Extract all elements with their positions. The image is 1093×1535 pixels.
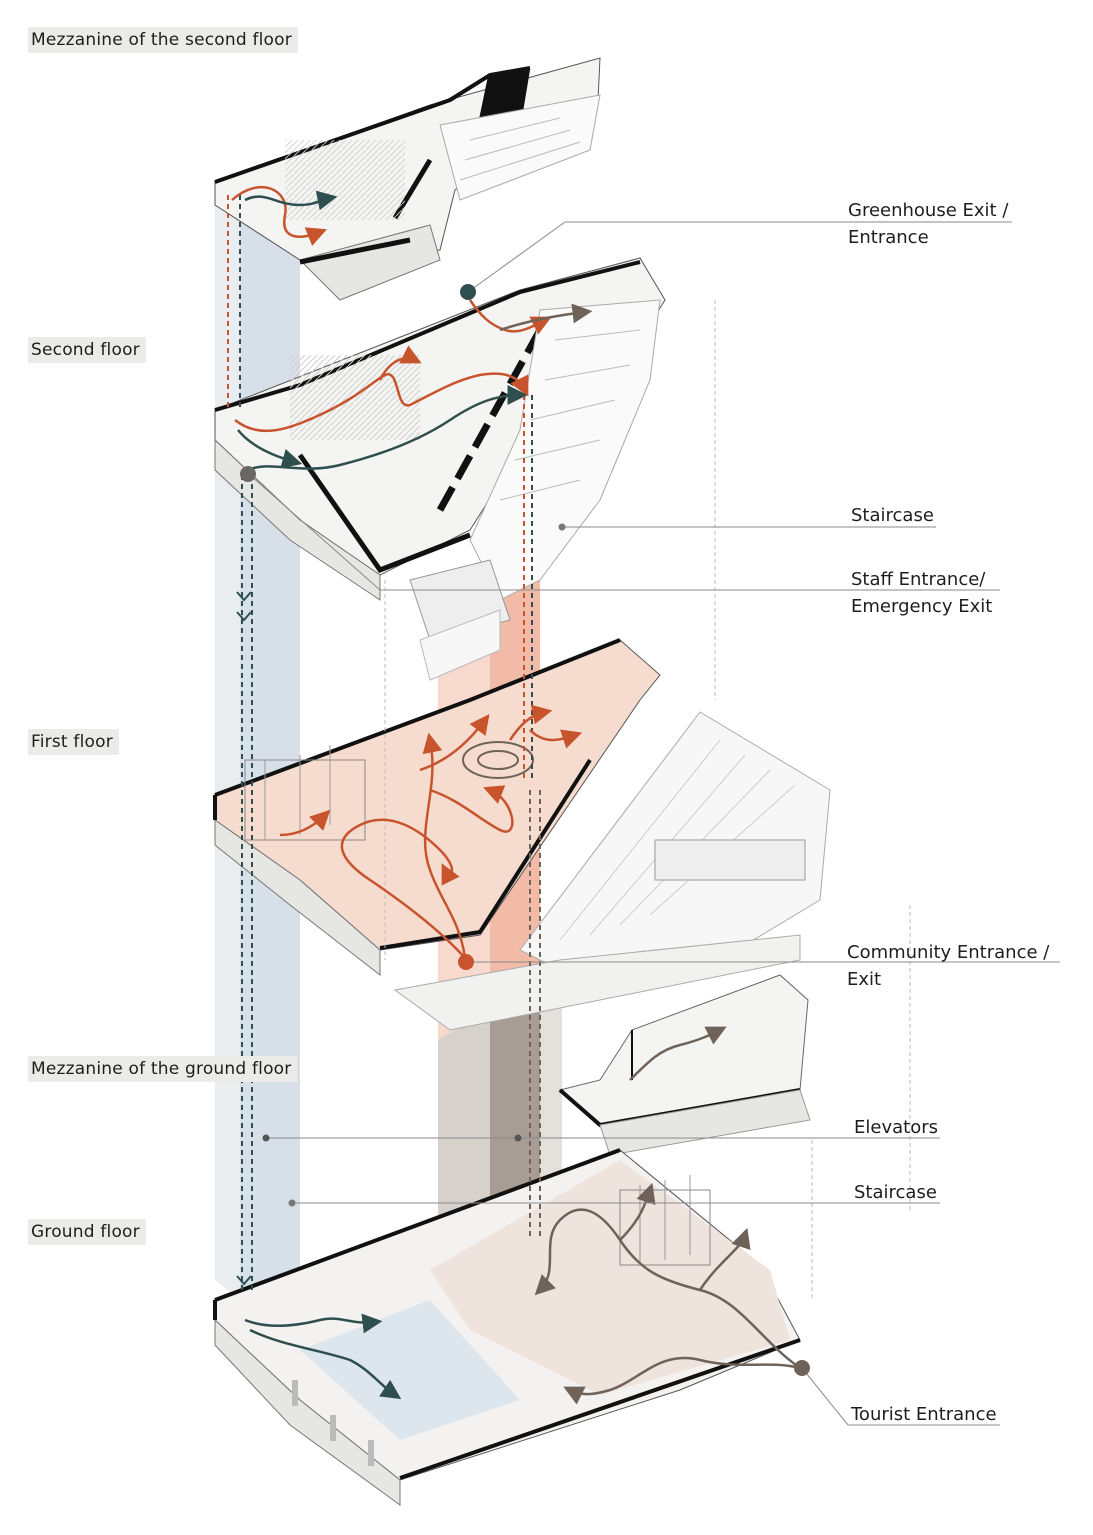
down-chevrons [236, 591, 252, 1286]
greenhouse-stair-block [393, 711, 831, 1031]
callout-community-entrance: Community Entrance / Exit [847, 939, 1049, 993]
elevator-marker-center [514, 1134, 522, 1142]
callout-community-line2: Exit [847, 969, 882, 990]
ground-floor-plan [213, 1148, 801, 1506]
floor-label-mezzanine-second: Mezzanine of the second floor [28, 27, 298, 53]
greenhouse-marker [460, 284, 476, 300]
community-entrance-marker [458, 954, 474, 970]
callout-staff-line1: Staff Entrance/ [851, 569, 986, 590]
routes-mezzanine-ground [629, 1026, 727, 1081]
floor-label-mezzanine-ground: Mezzanine of the ground floor [28, 1056, 298, 1082]
ground-floor-columns [292, 1380, 374, 1466]
callout-staircase-upper: Staircase [851, 505, 934, 526]
callout-markers [240, 284, 810, 1376]
callout-greenhouse-line1: Greenhouse Exit / [848, 200, 1009, 221]
callout-staircase-lower: Staircase [854, 1182, 937, 1203]
routes-first-floor [279, 704, 583, 959]
staff-entrance-marker [240, 466, 256, 482]
floor-label-ground: Ground floor [28, 1219, 146, 1245]
staircase-upper-marker [558, 523, 566, 531]
mezzanine-second-floor-plan [214, 57, 601, 301]
second-floor-plan [214, 257, 666, 681]
mezzanine-ground-floor-plan [558, 974, 811, 1156]
callout-elevators: Elevators [854, 1117, 938, 1138]
floor-label-second: Second floor [28, 337, 146, 363]
staircase-lower-marker [288, 1199, 296, 1207]
callout-greenhouse-line2: Entrance [848, 227, 929, 248]
callout-staff-line2: Emergency Exit [851, 596, 993, 617]
elevator-marker-left [262, 1134, 270, 1142]
callout-greenhouse: Greenhouse Exit / Entrance [848, 197, 1008, 251]
routes-second-floor [234, 299, 593, 472]
guide-lines [384, 300, 911, 1300]
callout-tourist-entrance: Tourist Entrance [851, 1404, 997, 1425]
leader-lines [249, 221, 1060, 1426]
tourist-entrance-marker [794, 1360, 810, 1376]
routes-mezzanine-second [231, 186, 338, 246]
callout-community-line1: Community Entrance / [847, 942, 1050, 963]
callout-staff-entrance: Staff Entrance/ Emergency Exit [851, 566, 992, 620]
floor-label-first: First floor [28, 729, 119, 755]
routes-ground-floor [244, 1182, 801, 1405]
vertical-routes [227, 195, 541, 1290]
